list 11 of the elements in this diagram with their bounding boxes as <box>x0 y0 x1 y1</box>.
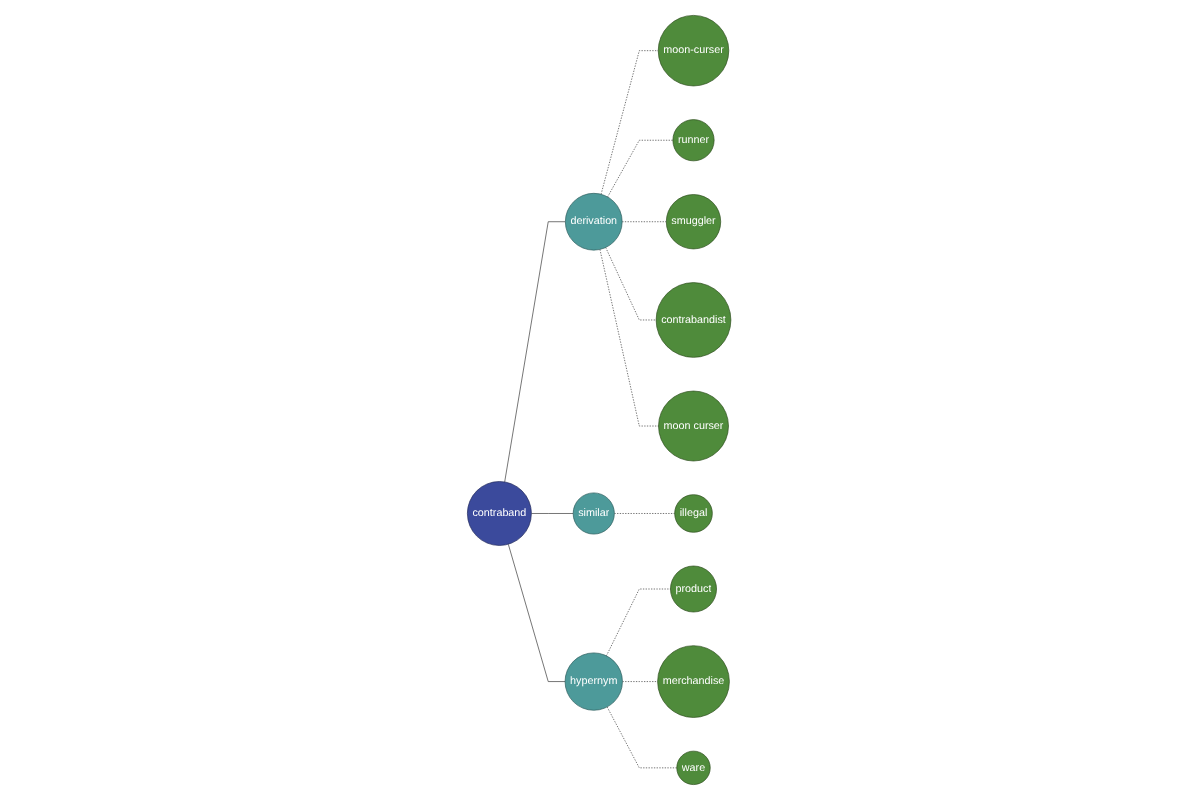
connector <box>622 221 668 223</box>
connector <box>601 50 660 195</box>
connector <box>531 513 575 514</box>
connector <box>608 139 675 198</box>
connector <box>607 706 678 769</box>
connector <box>614 513 676 514</box>
connector <box>505 221 567 483</box>
connector <box>600 249 660 427</box>
connector <box>508 543 567 682</box>
connector <box>606 588 672 657</box>
connector <box>622 681 659 682</box>
